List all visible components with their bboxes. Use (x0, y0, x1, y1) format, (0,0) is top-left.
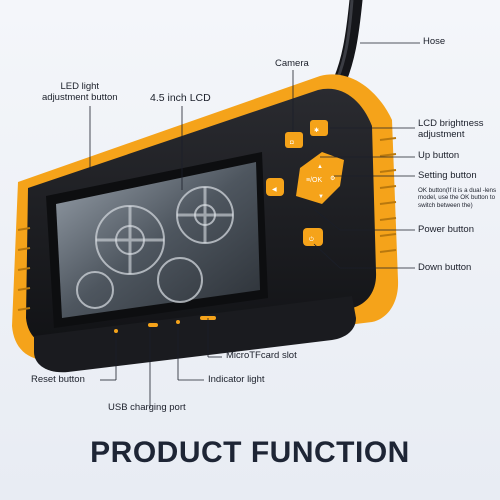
reset-button-label: Reset button (31, 374, 85, 385)
hose-label: Hose (423, 36, 446, 47)
page-title: PRODUCT FUNCTION (90, 436, 410, 469)
camera-label: Camera (275, 58, 309, 69)
power-button (303, 228, 323, 246)
svg-text:◀: ◀ (272, 187, 277, 193)
led-light-label: LED light adjustment button (42, 81, 118, 103)
ok-button-label: ≡/OK (306, 177, 322, 184)
camera-button (285, 132, 303, 148)
ok-button-note: OK button(If it is a dual -lens model, u… (418, 187, 497, 209)
svg-text:⏻: ⏻ (309, 236, 314, 243)
button-panel (266, 120, 344, 246)
left-button (266, 178, 284, 196)
indicator-light-label: Indicator light (208, 374, 265, 385)
device-base (34, 296, 356, 373)
svg-text:⚙: ⚙ (330, 175, 335, 182)
usb-port-label: USB charging port (108, 402, 186, 413)
lcd-brightness-label: LCD brightness adjustment (418, 118, 484, 140)
lcd-label: 4.5 inch LCD (150, 92, 211, 104)
lcd-brightness-button (310, 120, 328, 136)
svg-text:▼: ▼ (318, 194, 324, 200)
microtf-slot-label: MicroTFcard slot (226, 350, 297, 361)
svg-text:▲: ▲ (317, 164, 323, 170)
svg-text:◘: ◘ (290, 140, 294, 146)
power-button-label: Power button (418, 224, 474, 235)
grip-ridges (17, 137, 397, 311)
up-button-label: Up button (418, 150, 460, 161)
setting-button-label: Setting button (418, 170, 477, 181)
svg-text:✱: ✱ (314, 127, 319, 134)
dpad (296, 152, 344, 204)
down-button-label: Down button (418, 262, 472, 273)
